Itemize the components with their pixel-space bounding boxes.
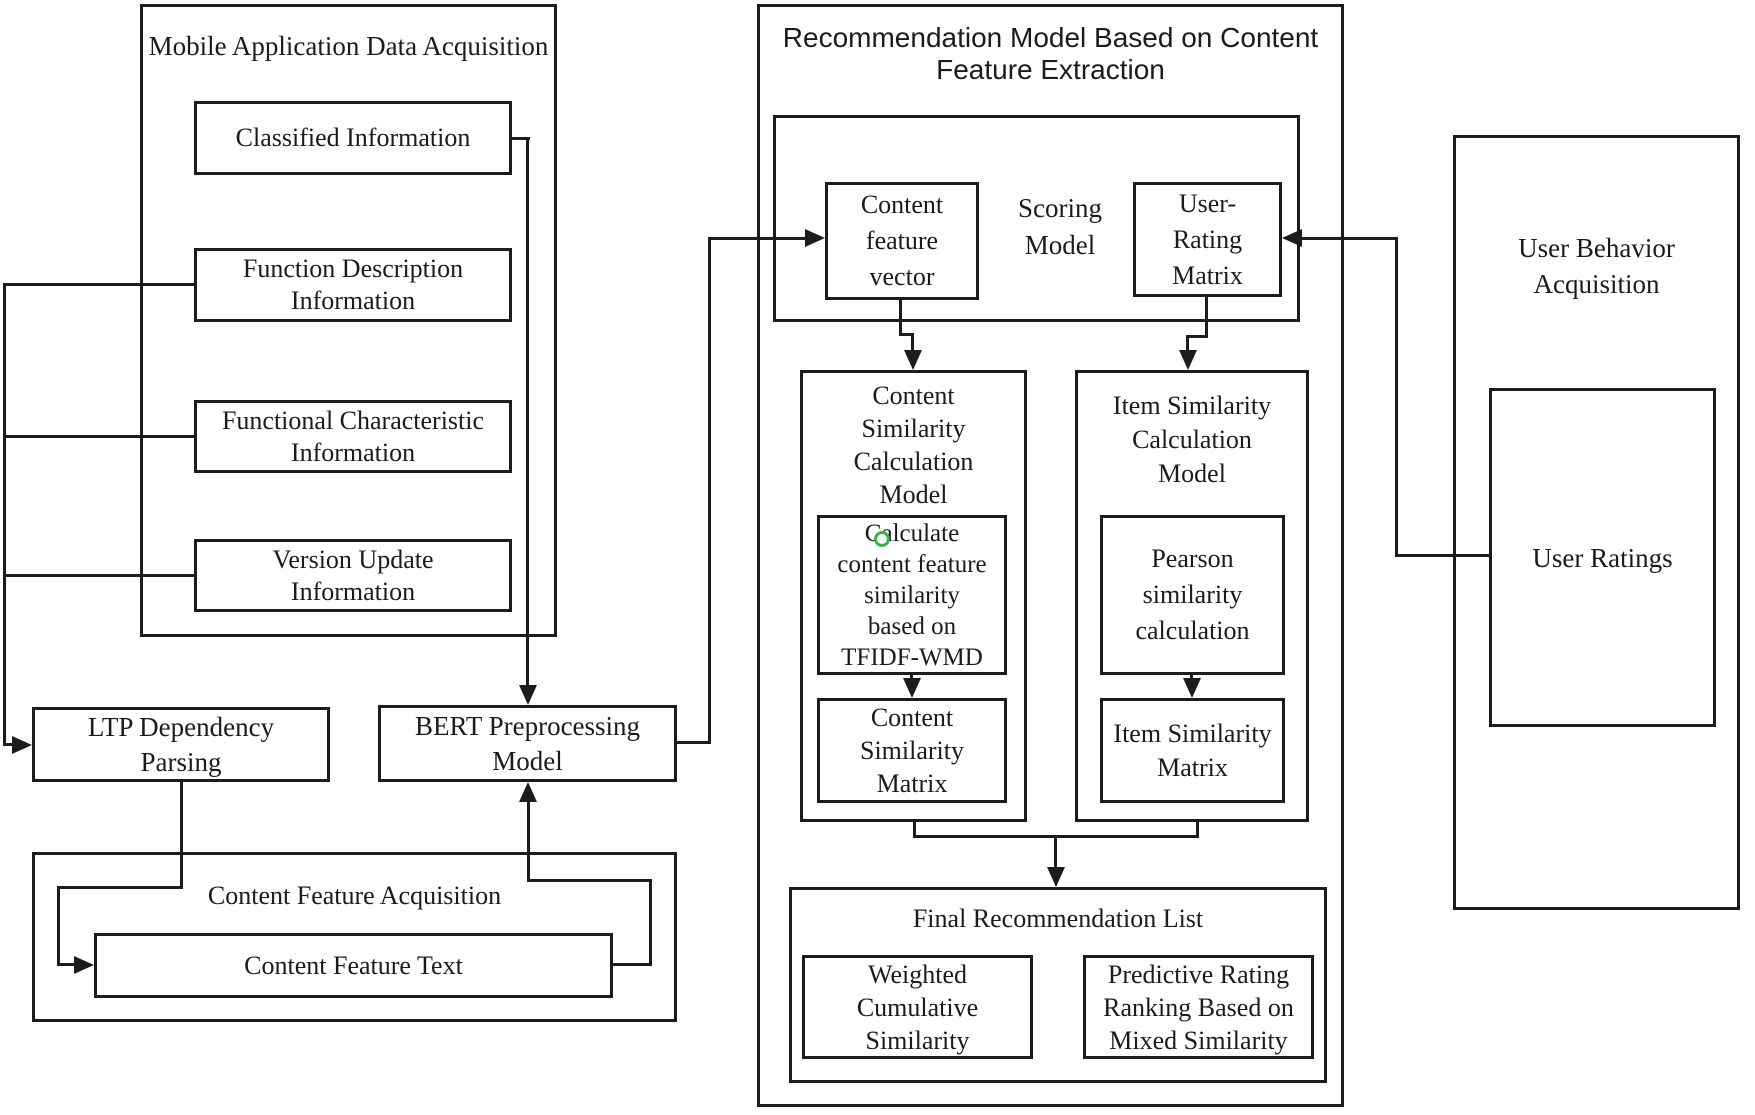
- connector-cfv-drop1: [899, 300, 902, 336]
- connector-into-cft: [57, 963, 75, 966]
- user-behavior-acquisition-box: User Behavior Acquisition: [1453, 135, 1740, 910]
- scoring-model-box: [773, 115, 1300, 322]
- connector-ratings-left: [1395, 554, 1489, 557]
- connector-verupd-left: [4, 574, 194, 577]
- connector-classified-exit: [512, 137, 530, 140]
- arrowhead-into-final-recommendation: [1047, 867, 1065, 887]
- item-similarity-model-title: Item Similarity Calculation Model: [1112, 391, 1272, 488]
- final-recommendation-title: Final Recommendation List: [912, 904, 1204, 933]
- version-update-box: Version Update Information: [194, 539, 512, 612]
- content-similarity-model-title: Content Similarity Calculation Model: [853, 381, 974, 509]
- connector-into-ltp: [3, 743, 15, 746]
- weighted-cumulative-box: Weighted Cumulative Similarity: [802, 955, 1033, 1059]
- connector-ltp-down: [57, 886, 60, 966]
- arrowhead-into-bert-bottom: [519, 782, 537, 802]
- connector-cfv-jog: [899, 333, 914, 336]
- content-similarity-matrix-label: Content Similarity Matrix: [860, 703, 964, 798]
- function-description-label: Function Description Information: [242, 254, 464, 315]
- user-ratings-label: User Ratings: [1532, 542, 1673, 573]
- content-feature-acquisition-title: Content Feature Acquisition: [207, 881, 502, 910]
- version-update-label: Version Update Information: [272, 544, 434, 606]
- arrowhead-into-bert-top: [519, 685, 537, 705]
- pearson-similarity-label: Pearson similarity calculation: [1135, 544, 1250, 645]
- arrowhead-into-item-similarity-matrix: [1183, 678, 1201, 698]
- mobile-data-acquisition-title: Mobile Application Data Acquisition: [148, 31, 549, 61]
- functional-characteristic-label: Functional Characteristic Information: [221, 405, 485, 467]
- user-rating-matrix-box: User- Rating Matrix: [1133, 182, 1282, 297]
- connector-into-urm: [1302, 237, 1398, 240]
- classified-information-box: Classified Information: [194, 101, 512, 175]
- pearson-similarity-box: Pearson similarity calculation: [1100, 515, 1285, 675]
- content-feature-vector-box: Content feature vector: [825, 182, 979, 300]
- content-feature-text-box: Content Feature Text: [94, 933, 613, 998]
- connector-urm-drop1: [1205, 297, 1208, 338]
- arrowhead-into-content-similarity-model: [904, 350, 922, 370]
- item-similarity-matrix-label: Item Similarity Matrix: [1113, 718, 1272, 782]
- item-similarity-model-box: Item Similarity Calculation Model: [1075, 370, 1309, 822]
- item-similarity-matrix-box: Item Similarity Matrix: [1100, 698, 1285, 803]
- connector-left-rail: [3, 283, 6, 746]
- ltp-dependency-parsing-box: LTP Dependency Parsing: [32, 707, 330, 782]
- connector-into-cfv: [708, 237, 806, 240]
- user-behavior-acquisition-title: User Behavior Acquisition: [1518, 233, 1675, 299]
- tfidf-wmd-label: Calculate content feature similarity bas…: [837, 519, 987, 671]
- connector-into-bert-bottom: [527, 800, 530, 882]
- connector-bert-right: [677, 741, 711, 744]
- connector-cft-right: [613, 963, 652, 966]
- recommendation-model-box: Recommendation Model Based on Content Fe…: [757, 4, 1344, 1107]
- arrowhead-into-item-similarity-model: [1179, 350, 1197, 370]
- arrowhead-into-content-similarity-matrix: [903, 678, 921, 698]
- function-description-box: Function Description Information: [194, 248, 512, 322]
- arrowhead-into-ltp: [12, 736, 32, 754]
- connector-urm-jog: [1186, 335, 1208, 338]
- content-feature-vector-label: Content feature vector: [860, 190, 944, 291]
- predictive-rating-label: Predictive Rating Ranking Based on Mixed…: [1103, 959, 1294, 1055]
- green-circle-marker: [874, 531, 890, 547]
- user-ratings-box: User Ratings: [1489, 388, 1716, 727]
- content-similarity-matrix-box: Content Similarity Matrix: [817, 698, 1007, 803]
- connector-cft-up: [649, 879, 652, 966]
- connector-merge-right-drop: [1196, 822, 1199, 838]
- connector-cft-leftrun: [527, 879, 652, 882]
- tfidf-wmd-box: Calculate content feature similarity bas…: [817, 515, 1007, 675]
- final-recommendation-box: Final Recommendation List: [789, 887, 1327, 1083]
- connector-merge-left-drop: [913, 822, 916, 838]
- arrowhead-into-content-feature-vector: [805, 229, 825, 247]
- connector-funcdesc-left: [4, 283, 194, 286]
- arrowhead-into-content-feature-text: [74, 956, 94, 974]
- content-feature-acquisition-box: Content Feature Acquisition: [32, 852, 677, 1022]
- content-similarity-model-box: Content Similarity Calculation Model: [800, 370, 1027, 822]
- bert-preprocessing-label: BERT Preprocessing Model: [414, 710, 641, 776]
- connector-classified-vertical: [526, 137, 529, 688]
- scoring-model-label: Scoring Model: [1018, 193, 1102, 260]
- connector-urm-drop2: [1186, 335, 1189, 352]
- connector-ratings-up: [1395, 237, 1398, 557]
- recommendation-model-title: Recommendation Model Based on Content Fe…: [782, 22, 1319, 85]
- mobile-data-acquisition-box: Mobile Application Data Acquisition: [140, 4, 557, 637]
- bert-preprocessing-box: BERT Preprocessing Model: [378, 705, 677, 782]
- connector-cfv-drop2: [911, 333, 914, 352]
- connector-ltp-left: [57, 886, 183, 889]
- content-feature-text-label: Content Feature Text: [244, 950, 463, 980]
- ltp-dependency-parsing-label: LTP Dependency Parsing: [87, 711, 275, 777]
- connector-ltp-drop: [180, 782, 183, 889]
- classified-information-label: Classified Information: [235, 123, 471, 152]
- arrowhead-into-user-rating-matrix: [1282, 229, 1302, 247]
- connector-bert-up: [708, 237, 711, 744]
- weighted-cumulative-label: Weighted Cumulative Similarity: [856, 959, 979, 1055]
- user-rating-matrix-label: User- Rating Matrix: [1172, 188, 1243, 290]
- functional-characteristic-box: Functional Characteristic Information: [194, 400, 512, 473]
- predictive-rating-box: Predictive Rating Ranking Based on Mixed…: [1083, 955, 1314, 1059]
- connector-funcchar-left: [4, 435, 194, 438]
- connector-merge-center-drop: [1054, 835, 1057, 869]
